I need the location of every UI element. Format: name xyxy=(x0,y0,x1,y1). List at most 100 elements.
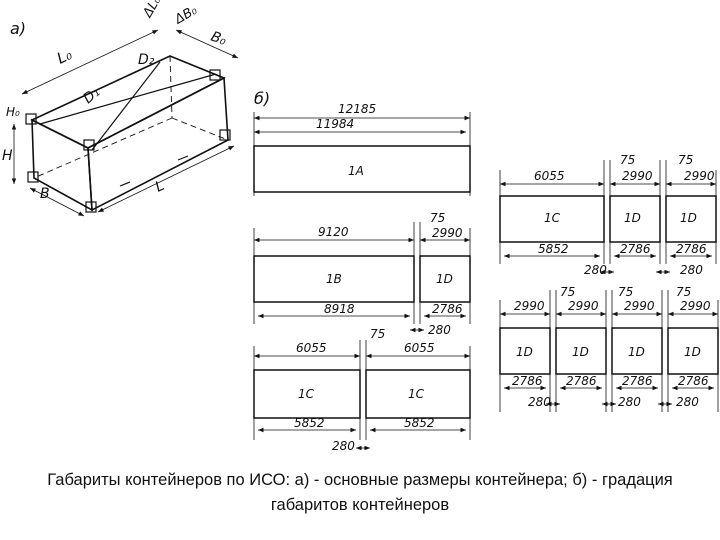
container-1d xyxy=(419,255,471,303)
bottom-fitting xyxy=(119,181,131,187)
dim-line-l0 xyxy=(21,29,159,95)
iso-diagonal-d2 xyxy=(39,73,217,125)
container-label-1d: 1D xyxy=(436,272,453,286)
dim-text-gap-inner: 280 xyxy=(528,395,551,409)
label-h: H xyxy=(2,148,13,164)
corner-fitting xyxy=(209,69,221,81)
dim-text-gap: 75 xyxy=(618,285,633,299)
dim-text-gap-inner: 280 xyxy=(428,323,451,337)
dim-line-b xyxy=(29,187,85,217)
dim-text-gap-inner: 280 xyxy=(332,439,355,453)
dim-text-gap-inner: 280 xyxy=(680,263,703,277)
dim-line-b0 xyxy=(175,29,239,59)
dim-text-1b-outer: 9120 xyxy=(318,225,349,239)
corner-fitting xyxy=(219,129,231,141)
dim-text-1a-inner: 11984 xyxy=(316,117,354,131)
label-b0: B₀ xyxy=(209,29,229,49)
dim-text-1d-outer: 2990 xyxy=(432,226,463,240)
container-label-1b: 1B xyxy=(326,272,342,286)
container-label-1a: 1A xyxy=(348,164,364,178)
corner-fitting xyxy=(27,171,39,183)
dim-text-1d-outer: 2990 xyxy=(514,299,545,313)
container-dimensions-diagram: а) ΔL₀ ΔB₀ B₀ L₀ D₂ D₁ H₀ H B xyxy=(2,0,719,453)
corner-fitting xyxy=(85,201,97,213)
bottom-fitting xyxy=(177,155,189,161)
container-1c-left xyxy=(253,369,361,419)
dim-text-1b-inner: 8918 xyxy=(324,302,355,316)
iso-hidden-edge xyxy=(33,117,173,179)
caption-line-2: габаритов контейнеров xyxy=(270,496,450,514)
label-delta-l0: ΔL₀ xyxy=(140,0,165,21)
dim-text-1d-inner: 2786 xyxy=(432,302,463,316)
container-1b xyxy=(253,255,415,303)
dim-text-gap: 75 xyxy=(620,153,635,167)
container-1d xyxy=(667,327,719,375)
dim-text-gap-inner: 280 xyxy=(618,395,641,409)
dim-text-1d1-inner: 2786 xyxy=(620,242,651,256)
dim-text-1d-inner: 2786 xyxy=(566,374,597,388)
dim-text-gap-inner: 280 xyxy=(676,395,699,409)
container-label-1c: 1C xyxy=(544,211,561,225)
label-d1: D₁ xyxy=(80,84,103,107)
container-label-1d: 1D xyxy=(684,345,701,359)
row-1b-1d: 9120 75 2990 1B 1D 8918 2786 280 xyxy=(253,211,471,337)
dim-text-gap: 75 xyxy=(370,327,385,341)
dim-text-1d-inner: 2786 xyxy=(678,374,709,388)
dim-text-gap: 75 xyxy=(678,153,693,167)
dim-text-1c-right-outer: 6055 xyxy=(404,341,435,355)
row-4x1d: 2990 2990 2990 2990 75 75 75 1D 1D 1D 1D… xyxy=(499,285,719,412)
dim-text-1c-left-inner: 5852 xyxy=(294,416,325,430)
corner-fitting xyxy=(25,113,37,125)
container-1d xyxy=(555,327,607,375)
dim-text-1d-inner: 2786 xyxy=(622,374,653,388)
row-1c-2x1d: 6055 75 75 2990 2990 1C 1D 1D 5852 2786 … xyxy=(499,153,717,277)
label-delta-b0: ΔB₀ xyxy=(172,3,201,28)
iso-container-drawing: а) ΔL₀ ΔB₀ B₀ L₀ D₂ D₁ H₀ H B xyxy=(2,0,239,217)
container-1d xyxy=(499,327,551,375)
dim-text-1d-inner: 2786 xyxy=(512,374,543,388)
dim-text-1c-left-outer: 6055 xyxy=(296,341,327,355)
container-1d-1 xyxy=(609,195,661,243)
dim-text-gap-inner: 280 xyxy=(584,263,607,277)
dim-line-l xyxy=(97,145,235,213)
container-label-1d: 1D xyxy=(572,345,589,359)
dim-text-gap: 75 xyxy=(560,285,575,299)
dim-text-1c-outer: 6055 xyxy=(534,169,565,183)
dim-text-1d-outer: 2990 xyxy=(568,299,599,313)
dim-text-1c-inner: 5852 xyxy=(538,242,569,256)
dim-text-gap: 75 xyxy=(430,211,445,225)
dim-text-1d-outer: 2990 xyxy=(680,299,711,313)
dim-text-gap: 75 xyxy=(676,285,691,299)
dim-text-1a-outer: 12185 xyxy=(338,102,376,116)
container-1a xyxy=(253,145,471,193)
caption-line-1: Габариты контейнеров по ИСО: а) - основн… xyxy=(47,471,673,489)
container-label-1d-1: 1D xyxy=(624,211,641,225)
dim-text-1d2-outer: 2990 xyxy=(684,169,715,183)
container-label-1d: 1D xyxy=(628,345,645,359)
label-l: L xyxy=(153,178,167,196)
corner-fitting xyxy=(83,139,95,151)
container-1d-2 xyxy=(665,195,717,243)
iso-hidden-edge xyxy=(171,117,229,141)
label-l0: L₀ xyxy=(54,45,75,67)
container-label-1d: 1D xyxy=(516,345,533,359)
panel-b-label: б) xyxy=(254,89,270,108)
container-1c xyxy=(499,195,605,243)
dim-text-1d1-outer: 2990 xyxy=(622,169,653,183)
container-label-1c-left: 1C xyxy=(298,387,315,401)
iso-top-face xyxy=(30,55,226,149)
container-1c-right xyxy=(365,369,471,419)
figure-caption: Габариты контейнеров по ИСО: а) - основн… xyxy=(0,468,720,518)
dim-text-1d2-inner: 2786 xyxy=(676,242,707,256)
label-h0: H₀ xyxy=(6,105,20,119)
row-1a: 12185 11984 1A xyxy=(253,102,471,196)
container-label-1d-2: 1D xyxy=(680,211,697,225)
row-1c-1c: 6055 75 6055 1C 1C 5852 5852 280 xyxy=(253,327,471,453)
dim-text-1c-right-inner: 5852 xyxy=(404,416,435,430)
container-label-1c-right: 1C xyxy=(408,387,425,401)
dim-text-1d-outer: 2990 xyxy=(624,299,655,313)
container-1d xyxy=(611,327,663,375)
panel-a-label: а) xyxy=(10,19,26,38)
label-b: B xyxy=(40,186,50,202)
label-d2: D₂ xyxy=(138,52,155,68)
